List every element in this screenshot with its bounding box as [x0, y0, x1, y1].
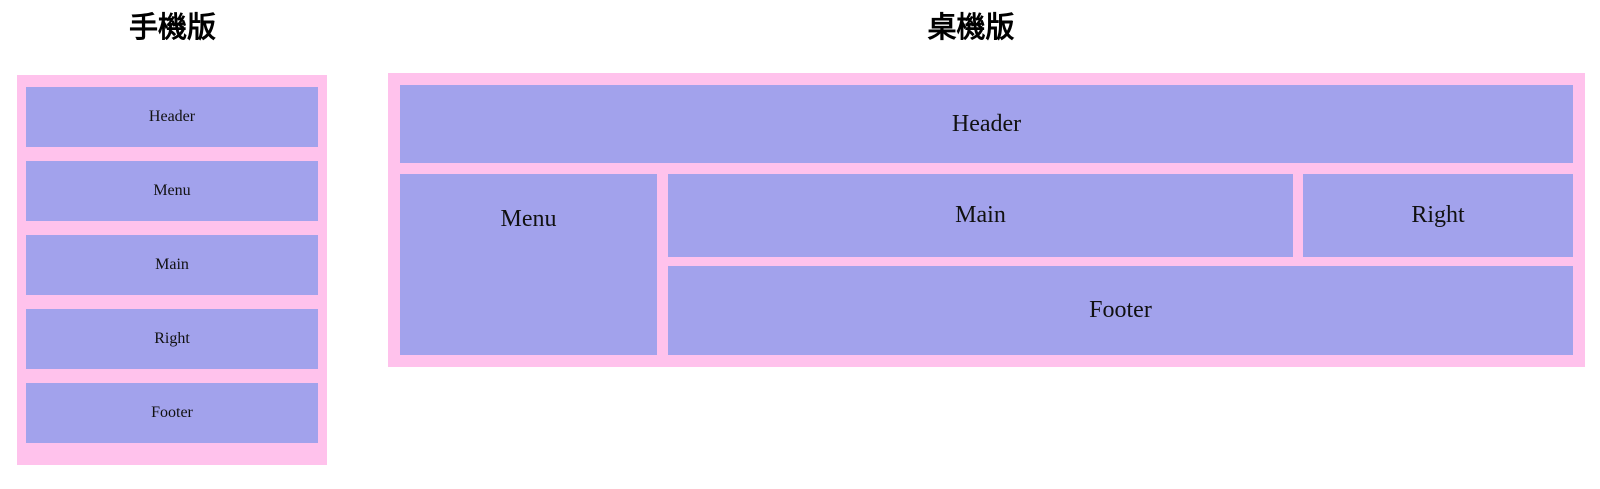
mobile-block-main-label: Main	[155, 256, 189, 273]
desktop-layout-frame: Header Menu Main Right Footer	[388, 73, 1585, 367]
desktop-block-right-label: Right	[1411, 202, 1465, 228]
mobile-block-footer-label: Footer	[151, 404, 193, 421]
desktop-block-menu: Menu	[400, 174, 657, 355]
mobile-layout-frame: Header Menu Main Right Footer	[17, 75, 327, 465]
desktop-block-right: Right	[1303, 174, 1573, 257]
mobile-block-right: Right	[26, 309, 318, 369]
mobile-block-header-label: Header	[148, 108, 196, 125]
desktop-block-header: Header	[400, 85, 1573, 163]
desktop-block-main: Main	[668, 174, 1293, 257]
mobile-layout-title: 手機版	[128, 12, 216, 44]
mobile-block-header: Header	[26, 87, 318, 147]
desktop-block-main-label: Main	[955, 202, 1006, 228]
mobile-block-main: Main	[26, 235, 318, 295]
desktop-block-footer: Footer	[668, 266, 1573, 355]
mobile-block-menu-label: Menu	[153, 182, 191, 199]
desktop-block-footer-label: Footer	[1089, 297, 1152, 323]
desktop-layout-title: 桌機版	[927, 12, 1015, 44]
desktop-block-header-label: Header	[951, 110, 1022, 137]
desktop-block-menu-label: Menu	[500, 206, 557, 232]
mobile-block-menu: Menu	[26, 161, 318, 221]
mobile-block-footer: Footer	[26, 383, 318, 443]
mobile-block-right-label: Right	[154, 330, 190, 347]
